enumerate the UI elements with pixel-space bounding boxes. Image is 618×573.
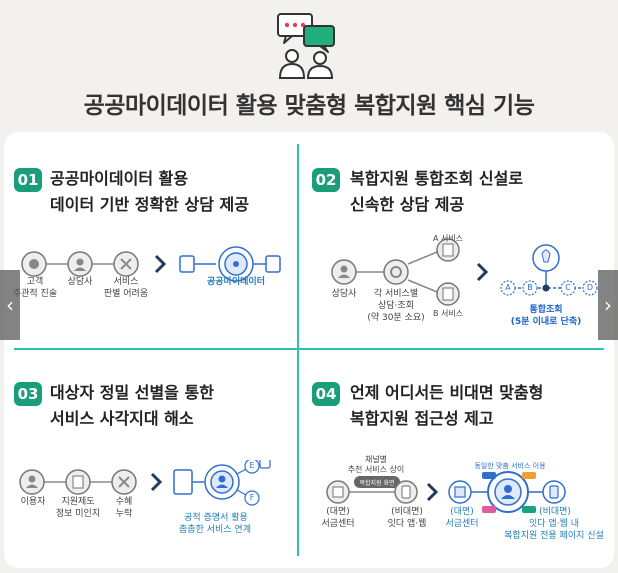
- label-agent: 상담사: [331, 289, 357, 299]
- quadrant-title-line1: 언제 어디서든 비대면 맞춤형: [350, 383, 544, 402]
- label-center: 서금센터: [321, 519, 355, 529]
- label-omission: 누락: [115, 509, 133, 519]
- quadrant-01: 01 공공마이데이터 활용 데이터 기반 정확한 상담 제공 고객 주관적 진술…: [4, 132, 294, 348]
- label-under-5min: (5분 이내로 단축): [510, 317, 582, 327]
- label-per-channel: 채널별: [364, 455, 388, 464]
- label-30min: (약 30분 소요): [367, 313, 425, 323]
- quadrant-number: 01: [14, 168, 42, 192]
- quadrant-title-line2: 서비스 사각지대 해소: [50, 409, 194, 428]
- node-label-b: B: [527, 283, 533, 292]
- flow-diagram: [21, 246, 281, 282]
- page-title: 공공마이데이터 활용 맞춤형 복합지원 핵심 기능: [83, 93, 535, 119]
- label-dense-service-link: 촘촘한 서비스 연계: [179, 525, 251, 535]
- quadrant-title-line1: 공공마이데이터 활용: [50, 169, 189, 188]
- label-benefit: 수혜: [115, 497, 133, 507]
- quadrant-04: 04 언제 어디서든 비대면 맞춤형 복합지원 접근성 제고 채널별: [302, 350, 614, 568]
- label-info-unaware: 정보 미인지: [55, 509, 101, 519]
- label-integrated-query: 통합조회: [529, 305, 563, 315]
- quadrant-number: 02: [312, 168, 340, 192]
- label-consult-query: 상담·조회: [378, 301, 414, 311]
- features-card: 01 공공마이데이터 활용 데이터 기반 정확한 상담 제공 고객 주관적 진술…: [4, 132, 614, 568]
- flow-diagram: [326, 471, 566, 513]
- label-each-service: 각 서비스별: [373, 289, 419, 299]
- label-same-service: 동일한 맞춤 서비스 이용: [474, 462, 546, 470]
- flow-diagram: [19, 460, 271, 506]
- horizontal-divider: [14, 348, 604, 350]
- label-center-2: 서금센터: [445, 519, 479, 529]
- label-hard-to-judge: 판별 어려움: [103, 289, 149, 299]
- node-label-f: F: [249, 493, 255, 502]
- label-recommend-differ: 추천 서비스 상이: [347, 465, 405, 474]
- quadrant-03: 03 대상자 정밀 선별을 통한 서비스 사각지대 해소 E F: [4, 350, 294, 568]
- quadrant-02: 02 복합지원 통합조회 신설로 신속한 상담 제공 A: [302, 132, 614, 348]
- label-user: 이용자: [20, 497, 46, 507]
- label-agent: 상담사: [67, 277, 93, 287]
- node-label-c: C: [565, 283, 571, 292]
- label-non-face-2: (비대면): [539, 507, 571, 517]
- node-label-e: E: [249, 461, 255, 470]
- label-itda-app: 잇다 앱·웹: [387, 519, 427, 529]
- label-subjective: 주관적 진술: [12, 289, 58, 299]
- label-face-to-face-2: (대면): [450, 507, 474, 517]
- consultation-chat-icon: [277, 13, 335, 79]
- label-service: 서비스: [113, 277, 139, 287]
- label-public-certificate: 공적 증명서 활용: [184, 513, 248, 523]
- flow-diagram: [331, 238, 598, 306]
- label-complex-screen-pill: 복합지원 화면: [359, 480, 395, 487]
- label-non-face: (비대면): [391, 507, 423, 517]
- node-label-d: D: [586, 283, 594, 292]
- label-itda-app-within: 잇다 앱·웹 내: [529, 519, 579, 529]
- label-dedicated-page: 복합지원 전용 페이지 신설: [504, 531, 604, 541]
- label-customer: 고객: [26, 277, 44, 287]
- label-service-a: A 서비스: [432, 234, 464, 243]
- quadrant-title-line2: 복합지원 접근성 제고: [350, 409, 494, 428]
- quadrant-title-line1: 복합지원 통합조회 신설로: [350, 169, 524, 188]
- quadrant-title-line2: 신속한 상담 제공: [350, 195, 465, 214]
- label-face-to-face: (대면): [326, 507, 350, 517]
- label-public-mydata: 공공마이데이터: [207, 277, 265, 287]
- quadrant-title-line2: 데이터 기반 정확한 상담 제공: [50, 195, 249, 214]
- node-label-a: A: [505, 283, 511, 292]
- next-slide-button[interactable]: ›: [598, 270, 618, 340]
- label-support-system: 지원제도: [61, 497, 95, 507]
- quadrant-number: 04: [312, 382, 340, 406]
- quadrant-title-line1: 대상자 정밀 선별을 통한: [50, 383, 214, 402]
- quadrant-number: 03: [14, 382, 42, 406]
- label-service-b: B 서비스: [432, 309, 464, 318]
- prev-slide-button[interactable]: ‹: [0, 270, 20, 340]
- vertical-divider: [297, 144, 299, 556]
